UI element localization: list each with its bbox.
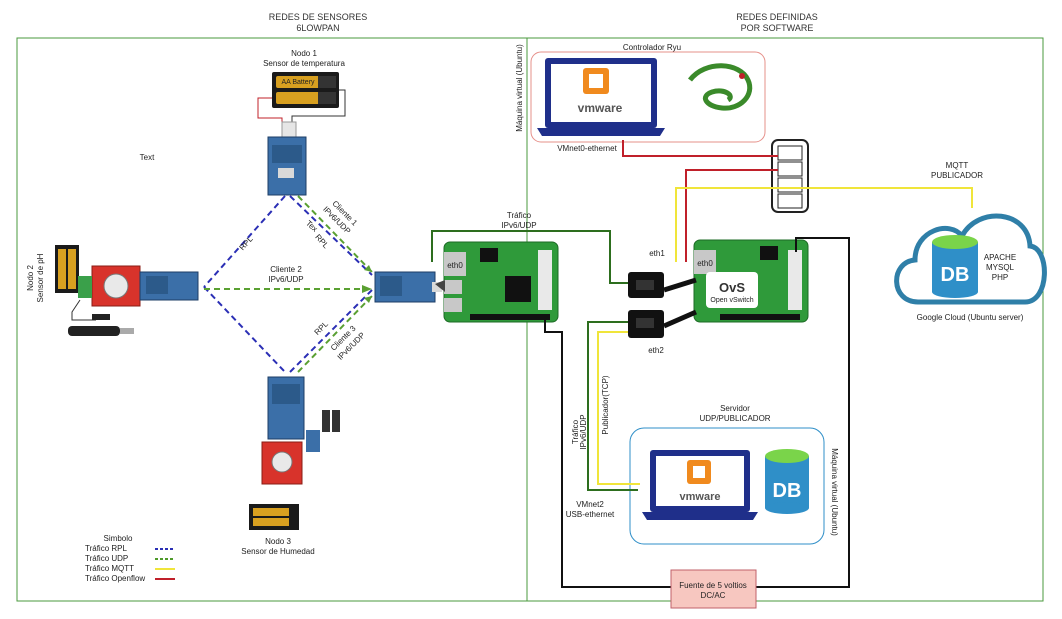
publicador-tcp-label: Publicador(TCP)	[601, 375, 610, 434]
trafico-v-protocol: IPv6/UDP	[579, 414, 588, 449]
node2-subtitle: Sensor de pH	[36, 253, 45, 302]
cloud-stack-mysql: MYSQL	[986, 263, 1015, 272]
ethernet-cable-eth1	[431, 230, 628, 284]
gateway-eth0-label: eth0	[447, 261, 463, 270]
node3-title: Nodo 3	[265, 537, 291, 546]
db-label-cloud: DB	[941, 264, 970, 286]
database-icon-cloud: DB	[932, 235, 978, 298]
openflow-link-switch	[685, 169, 778, 262]
overlap-text: Tex	[304, 219, 319, 234]
trafico-protocol: IPv6/UDP	[501, 221, 536, 230]
sensor-board-node2	[78, 265, 199, 307]
power-cable-ovs	[756, 237, 850, 588]
vmnet2-sub-label: USB-ethernet	[566, 510, 615, 519]
legend-label-openflow: Tráfico Openflow	[85, 574, 145, 583]
legend: Simbolo Tráfico RPL Tráfico UDP Tráfico …	[85, 534, 175, 583]
battery-pack-node1: AA Battery	[272, 72, 339, 108]
raspberry-pi-ovs: eth0 OvS Open vSwitch	[693, 239, 809, 323]
eth2-label: eth2	[648, 346, 664, 355]
mqtt-link-server	[597, 331, 640, 485]
placeholder-text: Text	[140, 153, 155, 162]
vmnet2-label: VMnet2	[576, 500, 604, 509]
database-icon-server: DB	[765, 449, 809, 514]
laptop-ryu: vmware	[537, 58, 665, 136]
border-router-board	[374, 271, 442, 303]
vmware-logo-text: vmware	[578, 101, 623, 115]
vmware-logo-server: vmware	[680, 491, 721, 503]
rpl-links	[203, 195, 373, 373]
mqtt-publicador-label: PUBLICADOR	[931, 171, 983, 180]
cliente2-protocol: IPv6/UDP	[268, 275, 303, 284]
udp-links	[204, 195, 373, 373]
ethernet-cable-eth2	[587, 321, 638, 491]
ph-probe	[68, 314, 134, 336]
trafico-label: Tráfico	[507, 211, 532, 220]
usb-ethernet-adapter-eth2	[628, 309, 698, 338]
mqtt-label: MQTT	[946, 161, 969, 170]
legend-label-udp: Tráfico UDP	[85, 554, 128, 563]
server-title: Servidor	[720, 404, 750, 413]
ovs-subtitle: Open vSwitch	[710, 297, 753, 304]
node1-title: Nodo 1	[291, 49, 317, 58]
trafico-v-label: Tráfico	[571, 419, 580, 444]
left-section-title: REDES DE SENSORES	[269, 12, 368, 22]
openflow-link-controller	[622, 140, 778, 157]
outer-frame	[16, 37, 1044, 602]
power-supply-box	[670, 569, 757, 609]
battery-pack-node3	[249, 504, 299, 530]
cloud-stack-apache: APACHE	[984, 253, 1016, 262]
node1-subtitle: Sensor de temperatura	[263, 59, 345, 68]
vmnet0-label: VMnet0-ethernet	[557, 144, 617, 153]
power-supply-label: Fuente de 5 voltios	[679, 581, 747, 590]
node3-subtitle: Sensor de Humedad	[241, 547, 314, 556]
ryu-title: Controlador Ryu	[623, 43, 681, 52]
node2-title: Nodo 2	[26, 265, 35, 291]
sensor-board-node3	[261, 376, 340, 485]
ovs-eth0-label: eth0	[697, 259, 713, 268]
power-supply-sub-label: DC/AC	[701, 591, 726, 600]
cloud-stack-php: PHP	[992, 273, 1008, 282]
laptop-server: vmware	[642, 450, 758, 520]
legend-title: Simbolo	[104, 534, 133, 543]
legend-label-mqtt: Tráfico MQTT	[85, 564, 134, 573]
sensor-board-node1	[267, 121, 307, 196]
left-section-subtitle: 6LOWPAN	[296, 23, 339, 33]
vm-label-right: Máquina virtual (Ubuntu)	[830, 448, 839, 536]
raspberry-pi-gateway: eth0	[443, 241, 559, 323]
vm-label-left: Máquina virtual (Ubuntu)	[515, 44, 524, 132]
rpl-label-upper: RPL	[238, 234, 255, 252]
mqtt-link-cloud	[675, 187, 973, 262]
google-cloud-label: Google Cloud (Ubuntu server)	[917, 313, 1024, 322]
right-section-title: REDES DEFINIDAS	[736, 12, 818, 22]
ethernet-switch-ports	[771, 139, 809, 213]
ovs-logo-text: OvS	[719, 280, 745, 295]
cliente2-label: Cliente 2	[270, 265, 302, 274]
battery-pack-node2	[55, 245, 79, 293]
right-section-subtitle: POR SOFTWARE	[741, 23, 814, 33]
legend-label-rpl: Tráfico RPL	[85, 544, 127, 553]
ryu-dragon-icon	[688, 63, 753, 111]
usb-ethernet-adapter-eth1	[628, 272, 697, 298]
battery-label: AA Battery	[281, 79, 315, 86]
eth1-label: eth1	[649, 249, 665, 258]
power-cable-gateway	[544, 320, 671, 588]
db-label-server: DB	[773, 480, 802, 502]
rpl-label-right: RPL	[313, 233, 330, 251]
server-subtitle: UDP/PUBLICADOR	[699, 414, 770, 423]
